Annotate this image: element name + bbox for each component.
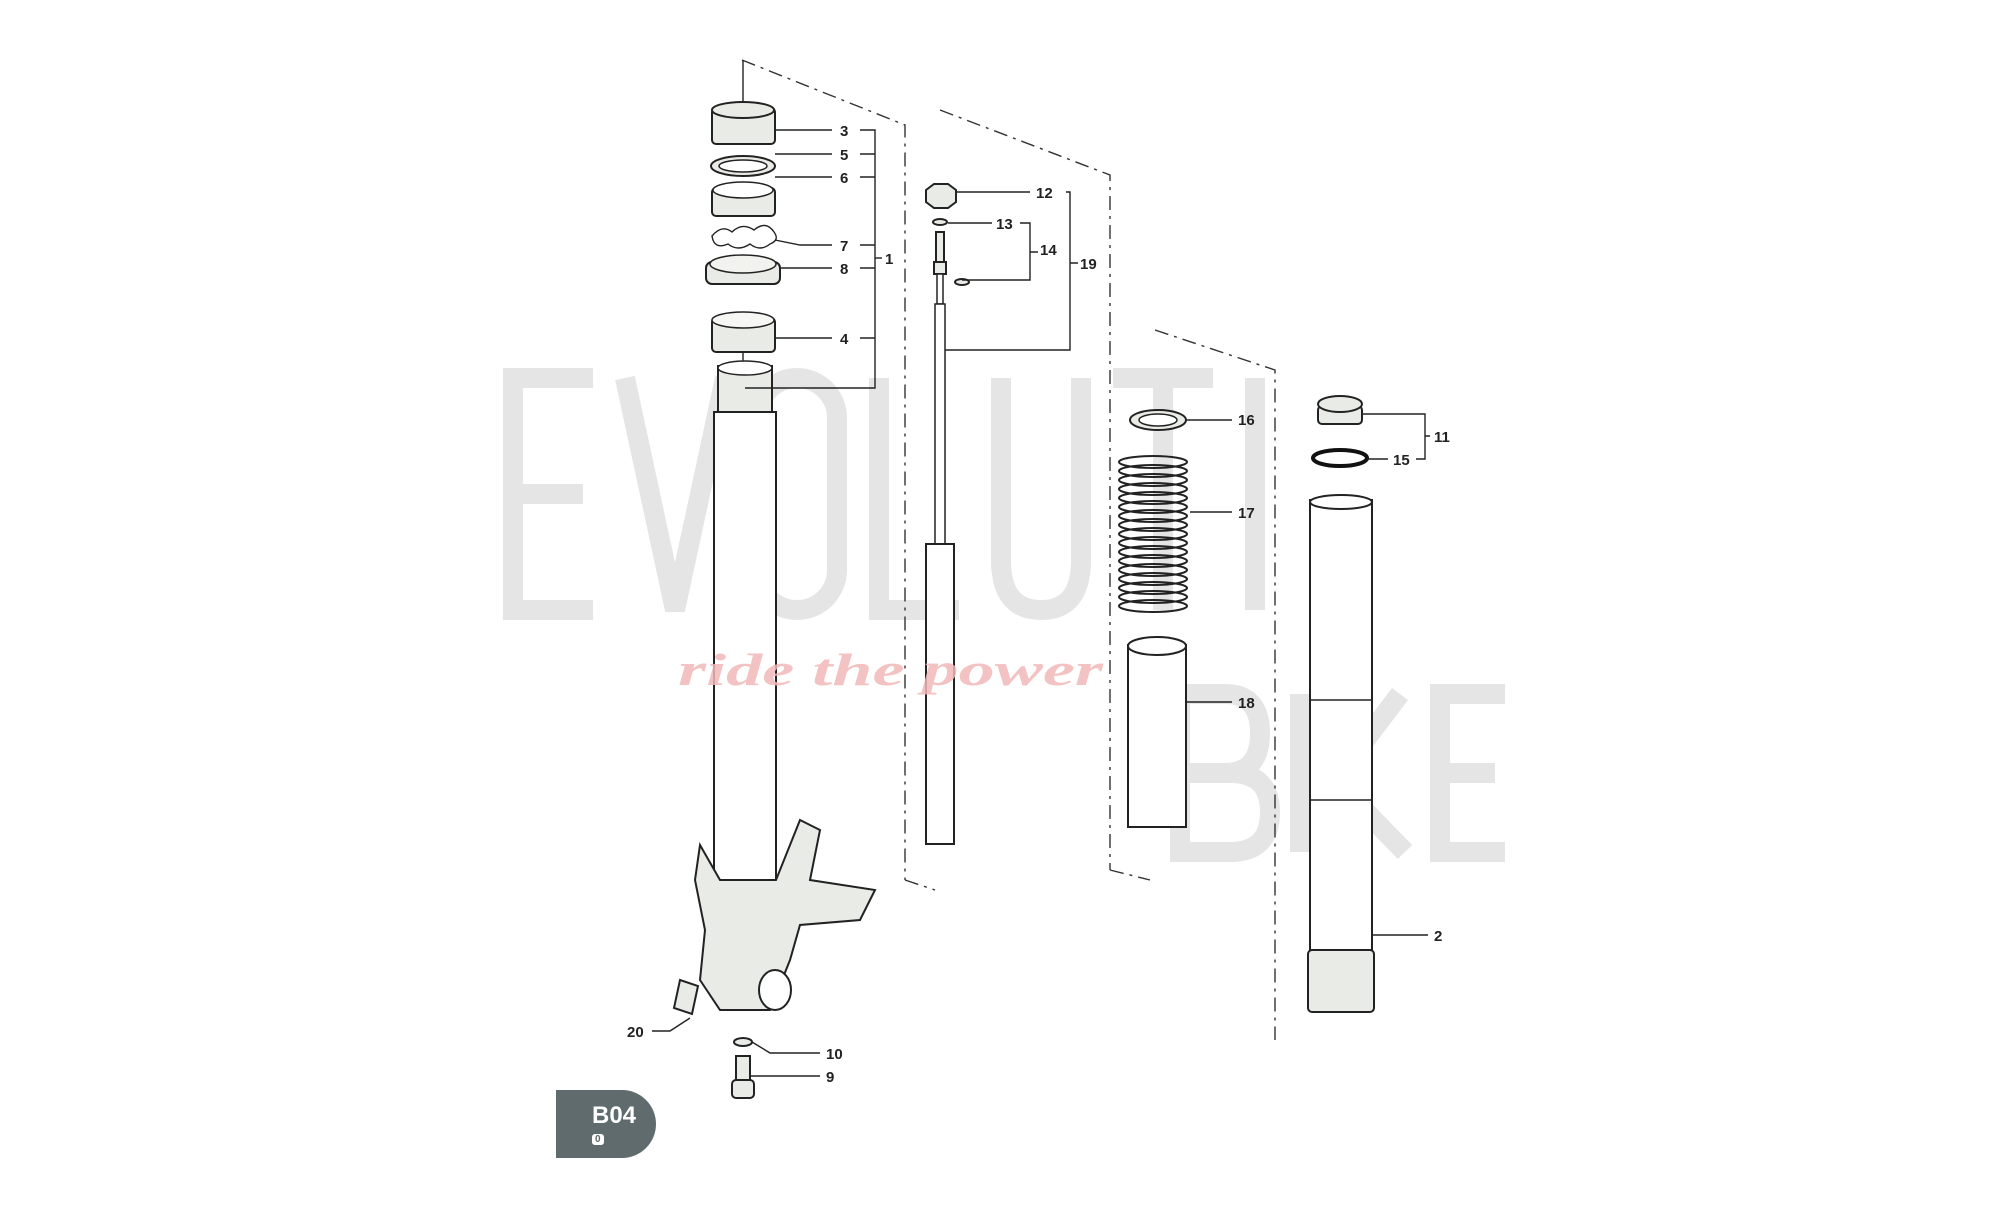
assembly-lines <box>741 59 1276 1040</box>
callout-9: 9 <box>826 1069 834 1086</box>
callout-8: 8 <box>840 261 848 278</box>
damper-cartridge <box>925 183 970 845</box>
spring-coil <box>1118 473 1188 487</box>
callout-2: 2 <box>1434 928 1442 945</box>
spring-coil <box>1118 464 1188 478</box>
callout-15: 15 <box>1393 452 1410 469</box>
revision-tag: 0 <box>592 1134 604 1145</box>
spring-coil <box>1118 536 1188 550</box>
callout-17: 17 <box>1238 505 1255 522</box>
spring-coil <box>1118 581 1188 595</box>
callout-5: 5 <box>840 147 848 164</box>
spring-coil <box>1118 563 1188 577</box>
callout-4: 4 <box>840 331 849 348</box>
callout-11: 11 <box>1434 429 1450 446</box>
spring-coil <box>1118 527 1188 541</box>
callout-12: 12 <box>1036 185 1053 202</box>
spring-coil <box>1118 455 1188 469</box>
section-code: B04 <box>592 1102 637 1129</box>
callout-3: 3 <box>840 123 848 140</box>
callout-10: 10 <box>826 1046 843 1063</box>
spring-coil <box>1118 482 1188 496</box>
callout-13: 13 <box>996 216 1013 233</box>
fork-outer-tube <box>1307 395 1375 1013</box>
fork-inner-tube <box>672 360 877 1099</box>
head-bearing-parts <box>705 60 781 372</box>
spring-coil <box>1118 518 1188 532</box>
spring-coil <box>1118 545 1188 559</box>
watermark-tagline: ride the power <box>678 644 1105 695</box>
callout-labels: 3 5 6 7 8 1 4 12 13 14 19 16 17 18 11 15… <box>627 123 1450 1086</box>
callout-14: 14 <box>1040 242 1057 259</box>
callout-1: 1 <box>885 251 893 268</box>
spring-coil <box>1118 572 1188 586</box>
spring-coil <box>1118 554 1188 568</box>
spring-parts <box>1118 409 1188 828</box>
leader-lines <box>652 129 1430 1077</box>
callout-16: 16 <box>1238 412 1255 429</box>
spring-coil <box>1118 500 1188 514</box>
callout-19: 19 <box>1080 256 1097 273</box>
spring-coil <box>1118 599 1188 613</box>
callout-6: 6 <box>840 170 848 187</box>
callout-18: 18 <box>1238 695 1255 712</box>
callout-7: 7 <box>840 238 848 255</box>
spring-coil <box>1118 590 1188 604</box>
callout-20: 20 <box>627 1024 644 1041</box>
spring-coil <box>1118 509 1188 523</box>
spring <box>1118 455 1188 613</box>
spring-coil <box>1118 491 1188 505</box>
section-badge: B04 0 <box>556 1090 656 1158</box>
